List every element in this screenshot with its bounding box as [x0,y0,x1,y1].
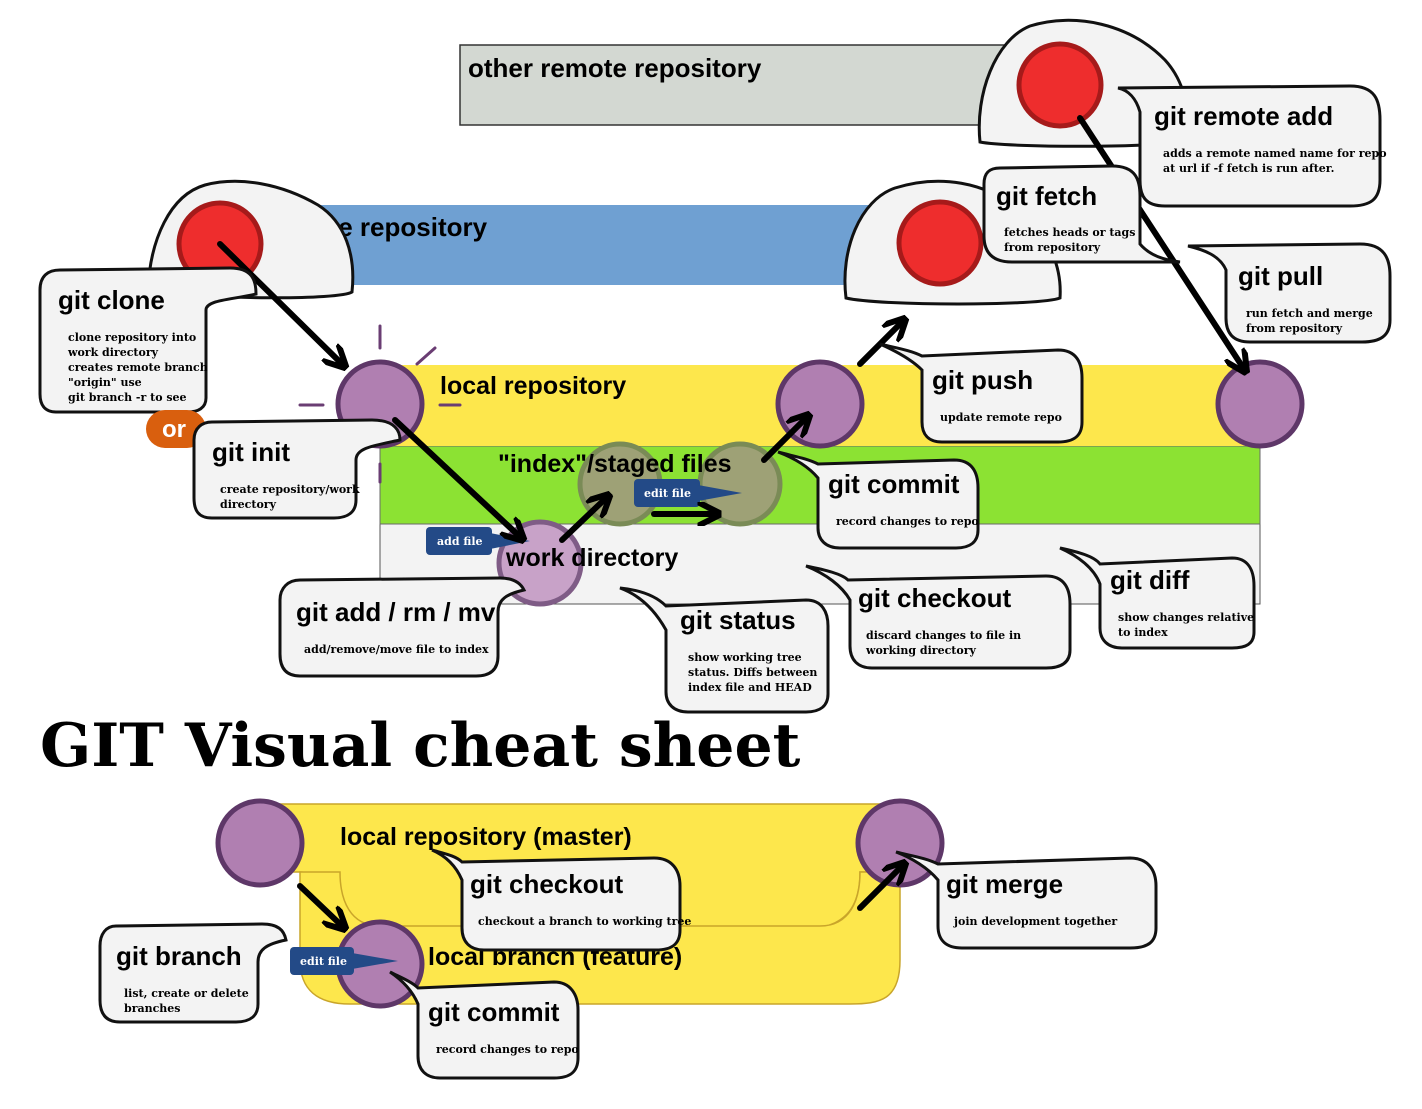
svg-text:git clone: git clone [58,285,165,315]
svg-text:git commit: git commit [828,469,960,499]
svg-text:git branch: git branch [116,941,242,971]
svg-text:checkout a branch to working t: checkout a branch to working tree [478,915,691,928]
init-sparkle [298,324,462,484]
git-checkout-branch-command: git checkout checkout a branch to workin… [431,848,691,952]
svg-text:record changes to repo: record changes to repo [436,1043,579,1056]
svg-text:show working tree: show working tree [688,651,802,664]
svg-text:record changes to repo: record changes to repo [836,515,979,528]
svg-text:from repository: from repository [1246,322,1343,335]
svg-text:add file: add file [437,535,483,548]
git-clone-command: git clone clone repository into work dir… [38,266,258,414]
svg-text:"origin" use: "origin" use [68,376,142,389]
svg-text:fetches heads or tags: fetches heads or tags [1004,226,1135,239]
git-remote-add-command: git remote add adds a remote named name … [1117,84,1387,208]
clone-arrow [217,241,340,362]
svg-text:creates remote branch: creates remote branch [68,361,208,374]
svg-text:git pull: git pull [1238,261,1323,291]
git-push-command: git push update remote repo [879,342,1084,444]
other-remote-node [1016,41,1104,129]
git-fetch-command: git fetch fetches heads or tags from rep… [982,164,1181,264]
branch-arrow [297,883,340,924]
svg-text:list, create or delete: list, create or delete [124,987,249,1000]
svg-text:working directory: working directory [865,644,976,657]
fetch-remote-node [896,199,984,287]
git-commit-branch-command: git commit record changes to repo [389,970,580,1080]
or-badge: or [146,410,206,448]
svg-text:directory: directory [220,498,277,511]
svg-text:adds a remote named name for r: adds a remote named name for repo [1163,147,1387,160]
page-title: GIT Visual cheat sheet [40,711,801,781]
svg-text:git status: git status [680,605,796,635]
svg-text:update remote repo: update remote repo [940,411,1062,424]
svg-text:git push: git push [932,365,1033,395]
svg-text:git checkout: git checkout [858,583,1011,613]
edit-file-branch-tag: edit file [290,947,398,975]
add-arrow [559,500,604,543]
svg-text:git diff: git diff [1110,565,1190,595]
git-checkout-command: git checkout discard changes to file in … [805,564,1072,670]
svg-text:add/remove/move file to index: add/remove/move file to index [304,643,489,656]
svg-text:work directory: work directory [67,346,159,359]
other-remote-repository-label: other remote repository [468,53,762,83]
svg-text:index file and HEAD: index file and HEAD [688,681,812,694]
svg-text:git remote add: git remote add [1154,101,1333,131]
master-start-node [215,798,305,888]
svg-text:git merge: git merge [946,869,1063,899]
git-branch-command: git branch list, create or delete branch… [98,922,288,1024]
master-branch-label: local repository (master) [340,823,632,851]
work-directory-label: work directory [505,544,678,572]
svg-text:create repository/work: create repository/work [220,483,360,496]
git-merge-command: git merge join development together [895,850,1158,950]
svg-text:run fetch and merge: run fetch and merge [1246,307,1373,320]
other-remote-repository-band [459,44,1061,126]
svg-text:git add / rm / mv: git add / rm / mv [296,597,496,627]
git-init-command: git init create repository/work director… [192,418,402,520]
commit-arrow [761,420,804,463]
work-arrow [392,417,518,535]
svg-text:git commit: git commit [428,997,560,1027]
svg-text:git init: git init [212,437,290,467]
svg-text:clone repository into: clone repository into [68,331,196,344]
git-status-command: git status show working tree status. Dif… [619,586,830,714]
git-commit-command: git commit record changes to repo [777,450,980,550]
git-add-rm-mv-command: git add / rm / mv add/remove/move file t… [278,576,527,678]
svg-text:branches: branches [124,1002,181,1015]
svg-text:to index: to index [1118,626,1168,639]
svg-text:edit file: edit file [300,955,347,968]
svg-text:edit file: edit file [644,487,691,500]
remote-add-pull-arrow [1077,115,1242,366]
git-pull-command: git pull run fetch and merge from reposi… [1187,242,1392,344]
svg-text:at url if -f fetch is run afte: at url if -f fetch is run after. [1163,162,1334,175]
git-diff-command: git diff show changes relative to index [1059,546,1256,650]
svg-text:show changes relative: show changes relative [1118,611,1254,624]
svg-text:discard changes to file in: discard changes to file in [866,629,1021,642]
svg-text:git fetch: git fetch [996,181,1097,211]
index-staged-label: "index"/staged files [498,450,732,478]
svg-text:join development together: join development together [953,915,1117,928]
edit-file-index-tag: edit file [634,479,742,507]
svg-text:status. Diffs between: status. Diffs between [688,666,817,679]
svg-text:git branch -r to see: git branch -r to see [68,391,187,404]
svg-text:or: or [162,416,186,443]
svg-text:git checkout: git checkout [470,869,623,899]
svg-text:from repository: from repository [1004,241,1101,254]
local-repository-pull-node [1215,359,1305,449]
local-repository-label: local repository [440,372,626,400]
merge-arrow [857,868,900,911]
